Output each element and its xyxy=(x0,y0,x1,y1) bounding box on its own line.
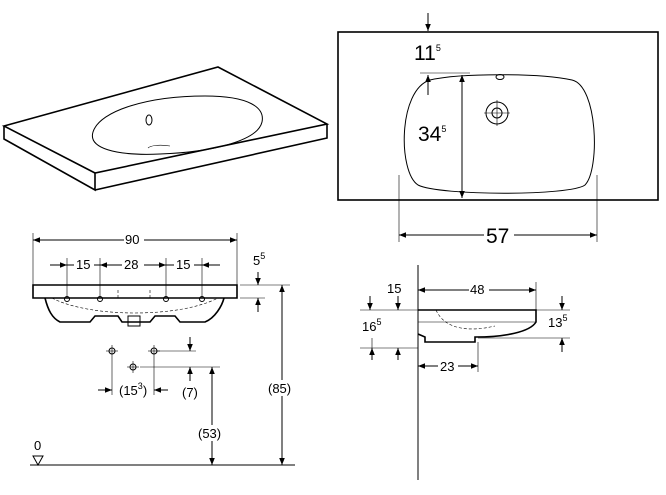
dim-trap-offset: (153) xyxy=(119,381,147,398)
iso-bowl xyxy=(91,95,263,155)
front-view: 90 15 28 15 55 xyxy=(30,231,300,467)
plan-outline xyxy=(337,31,659,201)
dim-total-width: 90 xyxy=(125,232,139,247)
side-basin-profile xyxy=(417,309,537,343)
plan-tap-hole xyxy=(495,74,505,80)
front-trap-markers xyxy=(106,345,160,373)
dim-bowl-depth: 345 xyxy=(418,123,446,146)
dim-side-rim: 135 xyxy=(548,313,567,330)
iso-drain-line xyxy=(147,144,171,149)
dim-trap-small: (7) xyxy=(182,385,198,400)
front-drain-outlet xyxy=(127,315,141,327)
isometric-view xyxy=(1,66,330,192)
plan-view: 115 345 57 xyxy=(337,13,659,248)
plan-bowl xyxy=(403,74,595,194)
iso-left-face xyxy=(3,126,96,192)
floor-marker xyxy=(32,455,44,467)
dim-side-left: 15 xyxy=(76,257,90,272)
dim-trap-height: (53) xyxy=(198,426,221,441)
front-basin-body xyxy=(44,297,225,323)
dim-side-wall-top: 15 xyxy=(387,281,401,296)
dim-rim-height: 55 xyxy=(253,251,265,268)
side-view: 48 15 165 135 23 xyxy=(360,265,570,480)
dim-side-right: 15 xyxy=(176,257,190,272)
front-top-slab xyxy=(32,284,238,299)
dim-total-height: (85) xyxy=(268,381,291,396)
dim-plan-offset: 115 xyxy=(414,42,441,65)
dim-bowl-width: 57 xyxy=(486,225,509,248)
dim-side-depth: 48 xyxy=(470,282,484,297)
dim-side-drain: 23 xyxy=(440,359,454,374)
floor-label: 0 xyxy=(34,438,41,453)
iso-top-surface xyxy=(1,66,330,174)
dim-side-bottom: 165 xyxy=(362,317,381,334)
iso-front-face xyxy=(94,124,328,191)
front-fixing-points xyxy=(64,296,205,302)
iso-overflow-hole xyxy=(145,114,153,126)
dim-center: 28 xyxy=(124,257,138,272)
